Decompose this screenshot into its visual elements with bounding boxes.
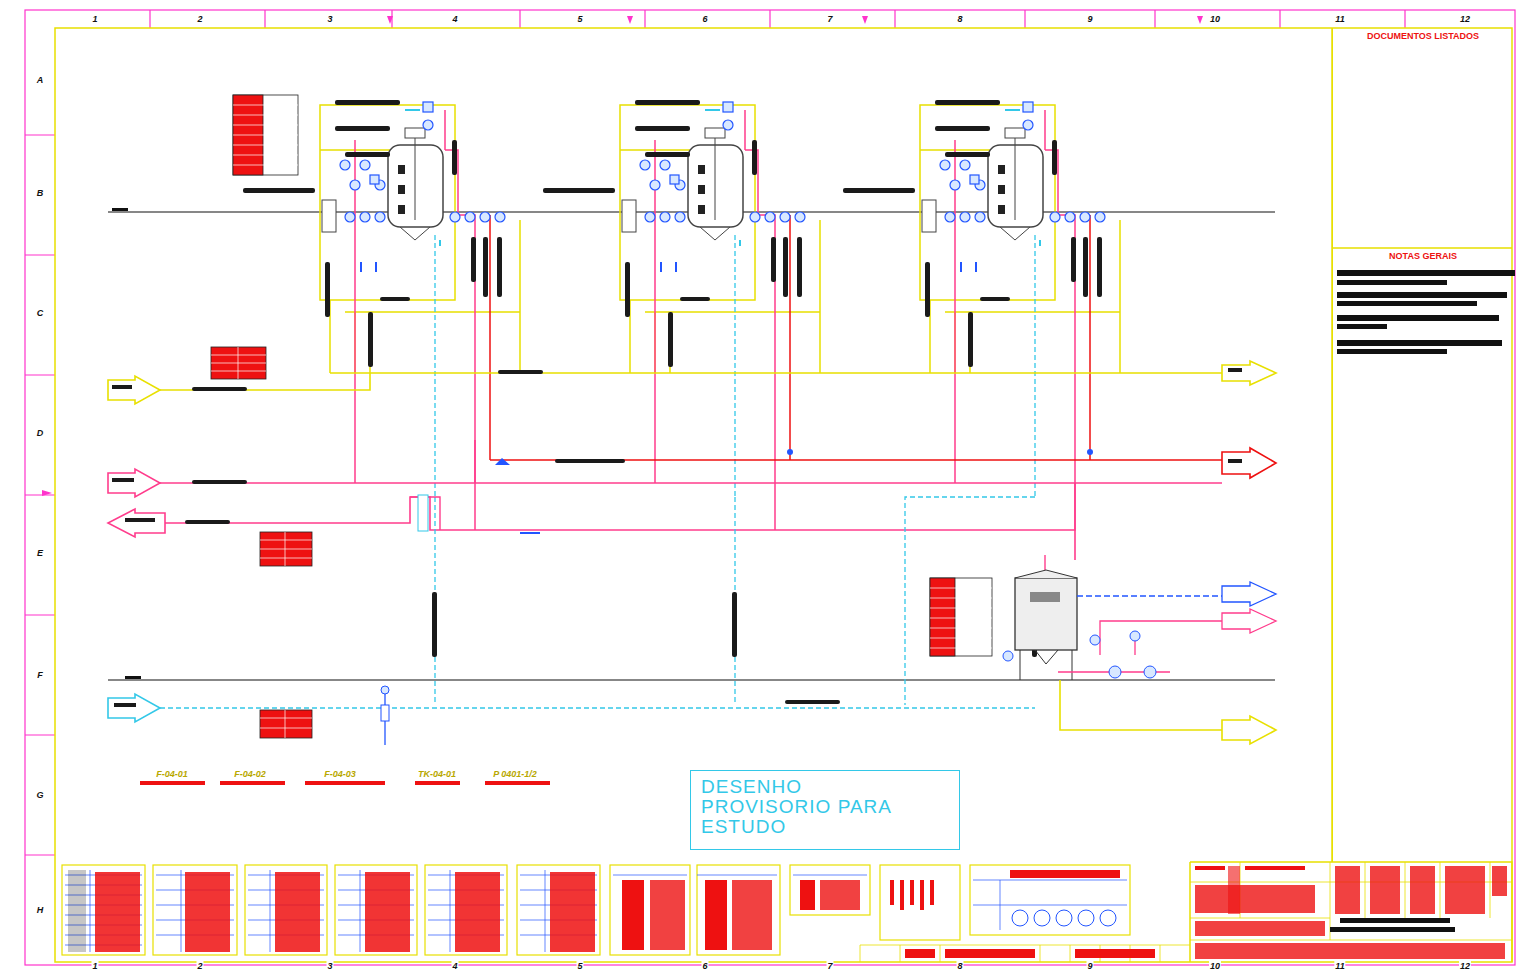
grid-number: 11 [1334, 961, 1345, 971]
node-text: DOCUMENTOS LISTADOS [1337, 31, 1509, 42]
grid-number: 6 [701, 961, 708, 971]
grid-number: 10 [1209, 14, 1221, 24]
grid-number: 9 [1086, 961, 1093, 971]
grid-number: 4 [451, 14, 458, 24]
equipment-tag: F-04-03 [323, 769, 357, 779]
grid-number: 1 [91, 14, 98, 24]
equipment-tag: TK-04-01 [417, 769, 457, 779]
grid-number: 9 [1086, 14, 1093, 24]
grid-number: 5 [576, 14, 583, 24]
grid-number: 8 [956, 961, 963, 971]
grid-number: 7 [826, 14, 833, 24]
grid-letter: B [36, 188, 45, 198]
grid-number: 5 [576, 961, 583, 971]
grid-number: 2 [196, 14, 203, 24]
grid-letter: H [36, 905, 45, 915]
grid-number: 4 [451, 961, 458, 971]
notes-panel: NOTAS GERAIS [1332, 248, 1512, 862]
grid-number: 10 [1209, 961, 1221, 971]
equipment-tag: P 0401-1/2 [492, 769, 538, 779]
grid-letter: E [36, 548, 44, 558]
equipment-tag: F-04-01 [155, 769, 189, 779]
grid-number: 11 [1334, 14, 1345, 24]
grid-number: 3 [326, 14, 333, 24]
grid-number: 3 [326, 961, 333, 971]
grid-number: 12 [1459, 14, 1471, 24]
grid-letter: A [36, 75, 45, 85]
grid-letter: D [36, 428, 45, 438]
node-text: NOTAS GERAIS [1337, 251, 1509, 262]
documents-panel: DOCUMENTOS LISTADOS [1332, 28, 1512, 248]
grid-letter: F [36, 670, 44, 680]
grid-number: 8 [956, 14, 963, 24]
grid-letter: C [36, 308, 45, 318]
node-text: DESENHO PROVISORIO PARA ESTUDO [701, 777, 931, 837]
grid-letter: G [35, 790, 44, 800]
grid-number: 7 [826, 961, 833, 971]
grid-number: 1 [91, 961, 98, 971]
equipment-tag: F-04-02 [233, 769, 267, 779]
grid-number: 2 [196, 961, 203, 971]
grid-number: 6 [701, 14, 708, 24]
provisional-stamp: DESENHO PROVISORIO PARA ESTUDO [690, 770, 960, 850]
grid-number: 12 [1459, 961, 1471, 971]
